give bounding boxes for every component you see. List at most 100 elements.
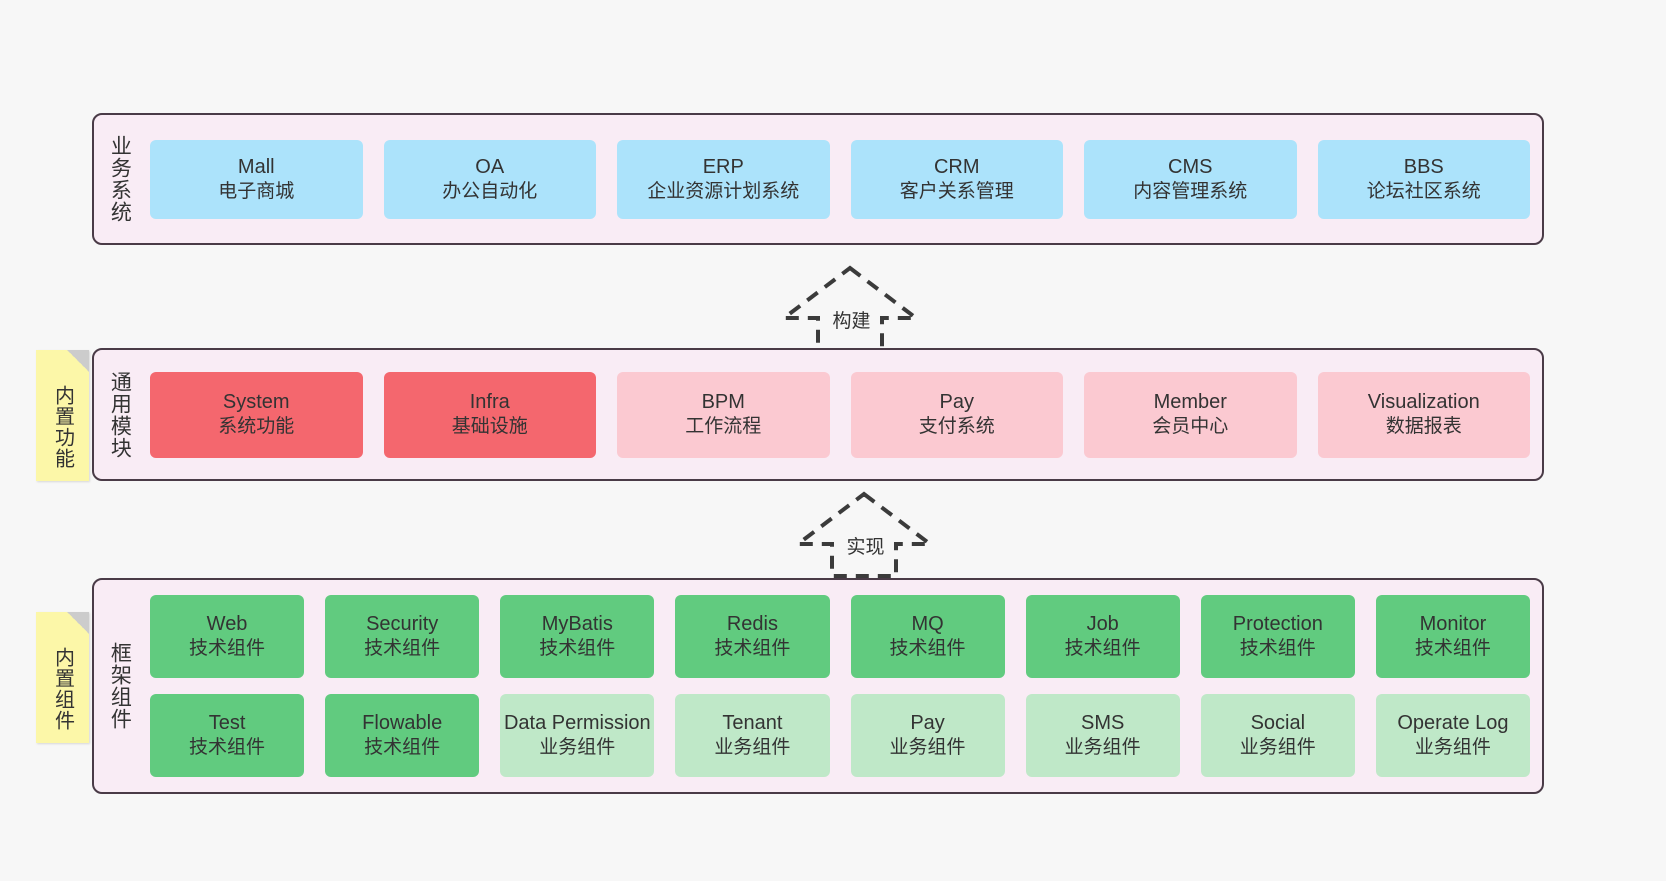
card-subtitle: 业务组件 (889, 737, 966, 759)
card-row: System 系统功能 Infra 基础设施 BPM 工作流程 Pay 支付系统… (150, 371, 1530, 458)
card-pay-component[interactable]: Pay 业务组件 (850, 694, 1005, 777)
card-subtitle: 基础设施 (451, 416, 528, 438)
card-title: Protection (1232, 613, 1323, 636)
card-subtitle: 论坛社区系统 (1366, 180, 1481, 202)
card-subtitle: 技术组件 (1239, 638, 1316, 660)
card-title: System (222, 391, 290, 414)
card-member[interactable]: Member 会员中心 (1084, 371, 1297, 458)
layer-body-framework-components: Web 技术组件 Security 技术组件 MyBatis 技术组件 Redi… (144, 580, 1542, 792)
card-title: Monitor (1419, 613, 1487, 636)
card-title: OA (475, 155, 505, 178)
layer-common-modules: 通用模块 System 系统功能 Infra 基础设施 BPM 工作流程 Pay… (92, 348, 1544, 481)
card-subtitle: 技术组件 (364, 638, 441, 660)
layer-body-common-modules: System 系统功能 Infra 基础设施 BPM 工作流程 Pay 支付系统… (144, 350, 1542, 479)
card-title: ERP (702, 155, 744, 178)
card-test[interactable]: Test 技术组件 (150, 694, 305, 777)
card-infra[interactable]: Infra 基础设施 (383, 371, 596, 458)
card-crm[interactable]: CRM 客户关系管理 (850, 139, 1063, 219)
note-label: 内置组件 (51, 646, 74, 731)
card-web[interactable]: Web 技术组件 (150, 595, 305, 678)
note-fold-corner-icon (67, 612, 89, 634)
card-pay-module[interactable]: Pay 支付系统 (850, 371, 1063, 458)
card-visualization[interactable]: Visualization 数据报表 (1317, 371, 1530, 458)
card-tenant[interactable]: Tenant 业务组件 (675, 694, 830, 777)
card-title: Test (208, 712, 246, 735)
note-label: 内置功能 (51, 384, 74, 469)
implement-arrow: 实现 (784, 488, 944, 580)
card-row: Web 技术组件 Security 技术组件 MyBatis 技术组件 Redi… (150, 595, 1530, 678)
card-operate-log[interactable]: Operate Log 业务组件 (1375, 694, 1530, 777)
layer-framework-components: 框架组件 Web 技术组件 Security 技术组件 MyBatis 技术组件… (92, 578, 1544, 794)
card-title: Member (1153, 391, 1227, 414)
card-subtitle: 技术组件 (189, 737, 266, 759)
card-title: Security (366, 613, 439, 636)
card-mall[interactable]: Mall 电子商城 (150, 139, 363, 219)
card-security[interactable]: Security 技术组件 (325, 595, 480, 678)
layer-title-common-modules: 通用模块 (108, 370, 132, 459)
note-builtin-functions: 内置功能 (36, 350, 89, 481)
card-system[interactable]: System 系统功能 (150, 371, 363, 458)
card-subtitle: 系统功能 (218, 416, 295, 438)
card-subtitle: 业务组件 (1414, 737, 1491, 759)
card-subtitle: 技术组件 (1414, 638, 1491, 660)
card-title: CRM (933, 155, 980, 178)
card-job[interactable]: Job 技术组件 (1025, 595, 1180, 678)
card-row: Mall 电子商城 OA 办公自动化 ERP 企业资源计划系统 CRM 客户关系… (150, 139, 1530, 219)
card-subtitle: 技术组件 (889, 638, 966, 660)
card-mq[interactable]: MQ 技术组件 (850, 595, 1005, 678)
layer-business-systems: 业务系统 Mall 电子商城 OA 办公自动化 ERP 企业资源计划系统 CRM… (92, 113, 1544, 245)
card-subtitle: 客户关系管理 (899, 180, 1014, 202)
card-bbs[interactable]: BBS 论坛社区系统 (1317, 139, 1530, 219)
card-subtitle: 数据报表 (1385, 416, 1462, 438)
card-subtitle: 支付系统 (918, 416, 995, 438)
card-title: Redis (726, 613, 778, 636)
card-title: BPM (701, 391, 745, 414)
card-title: Operate Log (1397, 712, 1509, 735)
card-oa[interactable]: OA 办公自动化 (383, 139, 596, 219)
card-title: MQ (911, 613, 944, 636)
note-builtin-components: 内置组件 (36, 612, 89, 743)
card-subtitle: 办公自动化 (442, 180, 538, 202)
card-title: Web (206, 613, 248, 636)
card-monitor[interactable]: Monitor 技术组件 (1375, 595, 1530, 678)
card-social[interactable]: Social 业务组件 (1200, 694, 1355, 777)
note-fold-corner-icon (67, 350, 89, 372)
card-redis[interactable]: Redis 技术组件 (675, 595, 830, 678)
card-erp[interactable]: ERP 企业资源计划系统 (617, 139, 830, 219)
layer-body-business-systems: Mall 电子商城 OA 办公自动化 ERP 企业资源计划系统 CRM 客户关系… (144, 115, 1542, 243)
card-mybatis[interactable]: MyBatis 技术组件 (500, 595, 655, 678)
layer-title-framework-components: 框架组件 (108, 642, 132, 730)
card-subtitle: 业务组件 (1064, 737, 1141, 759)
card-subtitle: 业务组件 (539, 737, 616, 759)
card-subtitle: 工作流程 (685, 416, 762, 438)
card-bpm[interactable]: BPM 工作流程 (617, 371, 830, 458)
card-cms[interactable]: CMS 内容管理系统 (1084, 139, 1297, 219)
build-arrow-label: 构建 (832, 311, 871, 332)
card-title: Job (1086, 613, 1119, 636)
card-title: Flowable (362, 712, 443, 735)
card-row: Test 技术组件 Flowable 技术组件 Data Permission … (150, 694, 1530, 777)
card-title: Visualization (1367, 391, 1480, 414)
card-title: BBS (1403, 155, 1444, 178)
card-title: Mall (237, 155, 275, 178)
card-title: CMS (1168, 155, 1213, 178)
card-subtitle: 技术组件 (1064, 638, 1141, 660)
card-data-permission[interactable]: Data Permission 业务组件 (500, 694, 655, 777)
card-subtitle: 技术组件 (189, 638, 266, 660)
card-subtitle: 电子商城 (218, 180, 295, 202)
card-protection[interactable]: Protection 技术组件 (1200, 595, 1355, 678)
card-sms[interactable]: SMS 业务组件 (1025, 694, 1180, 777)
card-title: Tenant (722, 712, 783, 735)
card-subtitle: 业务组件 (1239, 737, 1316, 759)
card-flowable[interactable]: Flowable 技术组件 (325, 694, 480, 777)
card-title: Social (1250, 712, 1306, 735)
implement-arrow-icon (792, 491, 936, 578)
card-subtitle: 企业资源计划系统 (647, 180, 800, 202)
card-subtitle: 技术组件 (539, 638, 616, 660)
card-subtitle: 会员中心 (1152, 416, 1229, 438)
card-title: Pay (910, 712, 945, 735)
card-subtitle: 内容管理系统 (1133, 180, 1248, 202)
card-title: Infra (469, 391, 510, 414)
card-title: Pay (939, 391, 974, 414)
card-subtitle: 技术组件 (364, 737, 441, 759)
